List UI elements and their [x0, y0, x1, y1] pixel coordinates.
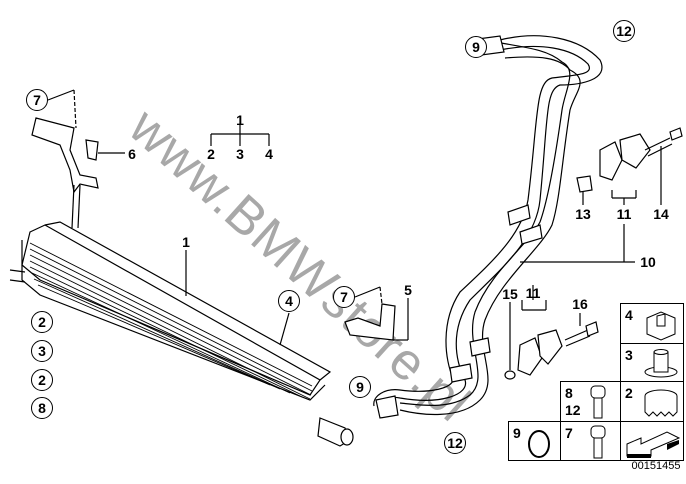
legend-cell-9: 9	[508, 421, 561, 461]
legend-cell-2: 2	[620, 381, 684, 422]
oil-lines	[373, 35, 603, 419]
direction-arrow-icon	[626, 431, 681, 458]
callout-6: 6	[128, 146, 136, 162]
left-stack-callout: 3	[31, 340, 53, 362]
bracket-6	[31, 89, 125, 229]
callout-12-bottom: 12	[444, 432, 466, 454]
bracket-5	[344, 286, 409, 341]
callout-16: 16	[572, 296, 588, 312]
callout-9-top: 9	[465, 36, 487, 58]
legend-cell-arrow	[620, 421, 684, 461]
clip-11-bottom	[504, 285, 599, 380]
legend-cell-8-12: 8 12	[560, 381, 621, 422]
seal-ring-icon	[528, 430, 550, 458]
callout-4: 4	[278, 290, 300, 312]
callout-3-group: 3	[236, 146, 244, 162]
callout-12-top: 12	[613, 20, 635, 42]
legend-label: 2	[625, 385, 633, 401]
legend-label: 4	[625, 307, 633, 323]
callout-15: 15	[502, 286, 518, 302]
callout-10: 10	[640, 254, 656, 270]
callout-13: 13	[575, 206, 591, 222]
callout-1-cooler: 1	[182, 234, 190, 250]
group-leader-lines	[210, 125, 270, 146]
callout-11-bottom: 11	[525, 285, 541, 301]
callout-9-bottom: 9	[349, 376, 371, 398]
callout-1-group: 1	[236, 112, 244, 128]
document-number: 00151455	[631, 460, 681, 472]
left-stack-callout: 2	[31, 311, 53, 333]
callout-7-mid: 7	[333, 286, 355, 308]
legend-label: 3	[625, 347, 633, 363]
serrated-washer-icon	[644, 389, 678, 417]
legend-cell-7: 7	[560, 421, 621, 461]
legend-label: 7	[565, 425, 573, 441]
bolt-icon	[590, 385, 606, 419]
bolt-icon	[590, 425, 606, 459]
callout-2-group: 2	[207, 146, 215, 162]
callout-5: 5	[404, 282, 412, 298]
clip-11-top	[520, 127, 683, 263]
grommet-icon	[644, 349, 678, 378]
legend-label: 8	[565, 385, 573, 401]
callout-4-group: 4	[265, 146, 273, 162]
callout-11-top: 11	[616, 206, 632, 222]
callout-7-left: 7	[26, 89, 48, 111]
clip-nut-icon	[646, 311, 676, 341]
legend-label: 9	[513, 425, 521, 441]
oil-cooler	[9, 221, 354, 447]
legend-label: 12	[565, 402, 581, 418]
legend-cell-3: 3	[620, 343, 684, 382]
left-stack-callout: 2	[31, 369, 53, 391]
legend-cell-4: 4	[620, 303, 684, 344]
left-stack-callout: 8	[31, 397, 53, 419]
callout-14: 14	[653, 206, 669, 222]
